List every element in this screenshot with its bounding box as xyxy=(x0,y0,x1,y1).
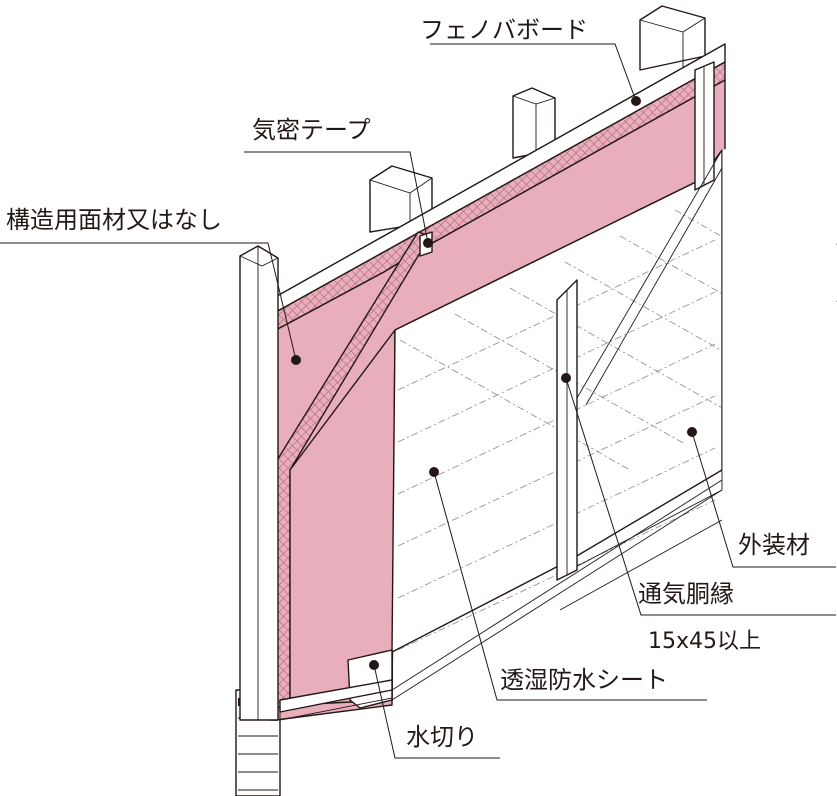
label-cladding: 外装材 xyxy=(738,531,810,559)
label-phenol-board: フェノバボード xyxy=(420,16,588,44)
dot-structural-panel xyxy=(291,355,301,365)
furring-strip-front xyxy=(556,279,578,581)
water-flashing xyxy=(279,649,393,721)
sheet-dash-line-2 xyxy=(509,287,741,419)
leader-lines xyxy=(0,43,836,759)
label-airtight-tape: 気密テープ xyxy=(252,116,371,144)
label-furring-strip: 通気胴縁 xyxy=(638,580,734,608)
left-stud xyxy=(239,245,279,721)
cladding-bands xyxy=(391,479,723,701)
dot-airtight-tape xyxy=(423,238,433,248)
label-furring-spec: 15x45以上 xyxy=(648,629,761,654)
dot-moisture-sheet xyxy=(429,467,439,477)
sheet-dash-line-1 xyxy=(454,313,686,445)
dot-cladding xyxy=(687,427,697,437)
dot-furring-strip xyxy=(561,373,571,383)
label-structural-panel: 構造用面材又はなし xyxy=(6,206,222,234)
sheet-dash-line-0 xyxy=(399,339,631,471)
dot-flashing xyxy=(369,660,379,670)
furring-strip-top xyxy=(694,61,715,191)
label-moisture-sheet: 透湿防水シート xyxy=(500,666,668,694)
dot-phenol-board xyxy=(631,96,641,106)
label-flashing: 水切り xyxy=(406,723,478,751)
labels: フェノバボード 気密テープ 構造用面材又はなし 外装材 通気胴縁 15x45以上… xyxy=(6,16,810,751)
leader-dots xyxy=(291,96,697,670)
